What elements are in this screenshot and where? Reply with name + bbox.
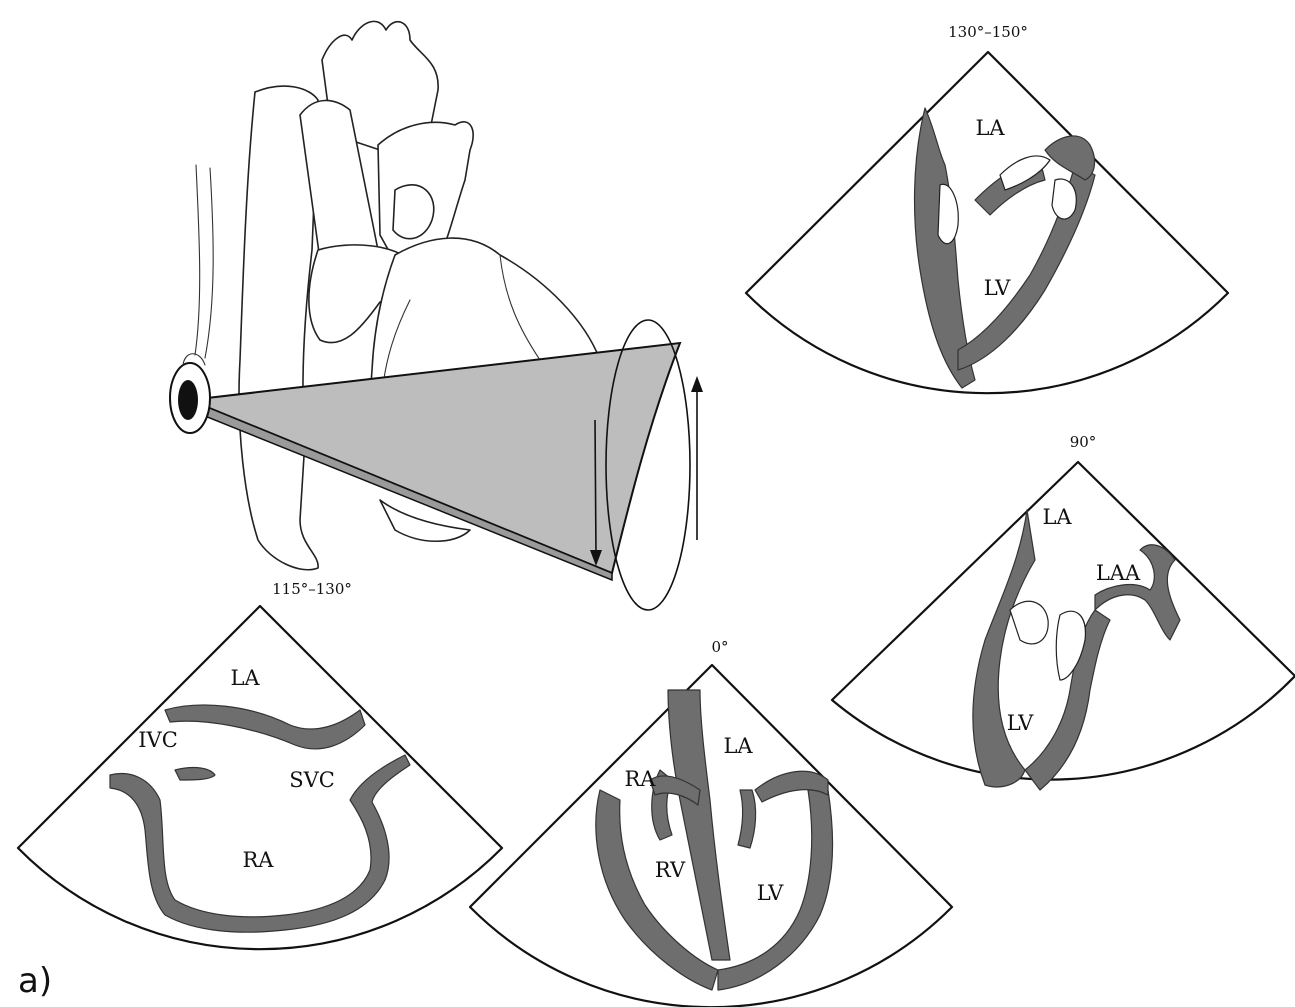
view-115-130: 115°–130° LA IVC SVC RA bbox=[18, 580, 502, 949]
angle-label-0: 0° bbox=[711, 638, 728, 656]
rotation-arrow-down-line bbox=[595, 420, 596, 555]
sector-115-130 bbox=[18, 606, 502, 949]
lv-label-130-150: LV bbox=[984, 276, 1011, 300]
ivc-label-115-130: IVC bbox=[138, 728, 178, 752]
probe-transducer bbox=[178, 380, 198, 420]
svc-label-115-130: SVC bbox=[289, 768, 335, 792]
angle-label-130-150: 130°–150° bbox=[948, 23, 1028, 41]
rv-label-0: RV bbox=[655, 858, 686, 882]
lv-label-90: LV bbox=[1007, 711, 1034, 735]
panel-label: a) bbox=[18, 961, 52, 1001]
probe-cable-edge bbox=[205, 168, 213, 358]
rotation-arrow-up-head bbox=[691, 376, 703, 392]
ra-label-115-130: RA bbox=[243, 848, 275, 872]
angle-label-90: 90° bbox=[1070, 433, 1097, 451]
view-130-150: 130°–150° LA LV bbox=[746, 23, 1228, 393]
la-label-90: LA bbox=[1042, 505, 1072, 529]
la-label-130-150: LA bbox=[975, 116, 1005, 140]
lv-label-0: LV bbox=[757, 881, 784, 905]
la-label-0: LA bbox=[723, 734, 753, 758]
probe-cable bbox=[195, 165, 200, 355]
ra-label-0: RA bbox=[625, 767, 657, 791]
lvot-cavity-130-150 bbox=[1052, 179, 1076, 219]
angle-label-115-130: 115°–130° bbox=[272, 580, 352, 598]
heart-illustration bbox=[170, 21, 703, 610]
view-90: 90° LA LAA LV bbox=[832, 433, 1295, 790]
laa-label-90: LAA bbox=[1096, 561, 1141, 585]
la-label-115-130: LA bbox=[230, 666, 260, 690]
